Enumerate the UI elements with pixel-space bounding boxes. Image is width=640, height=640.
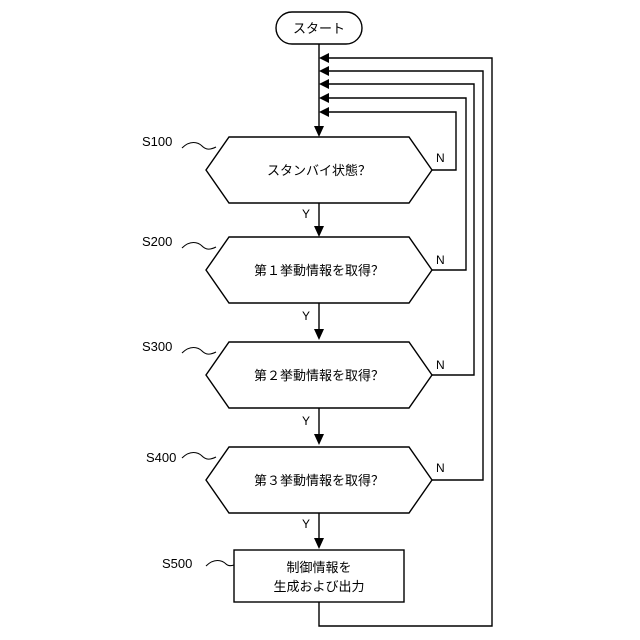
s300-yes-label: Y [302,414,310,428]
process-s500-line1: 制御情報を [286,561,351,576]
arrow-to-s500 [314,538,324,549]
s200-leader [182,243,216,250]
s100-no-label: N [436,151,445,165]
s300-leader [182,348,216,355]
step-id-s200: S200 [142,234,172,249]
start-label: スタート [293,22,345,37]
step-id-s400: S400 [146,450,176,465]
s200-no-label: N [436,253,445,267]
start-terminal: スタート [276,12,362,44]
decision-s300: 第２挙動情報を取得？ S300 [142,339,432,408]
arrow-to-s400 [314,434,324,445]
decision-s100-question: スタンバイ状態？ [267,163,371,179]
loop-s300-no [322,84,474,375]
decision-s400-question: 第３挙動情報を取得？ [254,473,384,489]
arrow-to-s300 [314,329,324,340]
arrow-to-s200 [314,226,324,237]
s100-leader [182,143,216,150]
s400-no-label: N [436,461,445,475]
s500-leader [206,561,234,567]
arrow-to-s100 [314,126,324,137]
decision-s300-question: 第２挙動情報を取得？ [254,368,384,384]
process-s500-line2: 生成および出力 [273,580,364,595]
decision-s400: 第３挙動情報を取得？ S400 [146,447,432,513]
decision-s200-question: 第１挙動情報を取得？ [254,263,384,279]
s100-yes-label: Y [302,207,310,221]
step-id-s100: S100 [142,134,172,149]
step-id-s300: S300 [142,339,172,354]
s400-yes-label: Y [302,517,310,531]
s300-no-label: N [436,358,445,372]
s200-yes-label: Y [302,309,310,323]
process-s500: 制御情報を 生成および出力 S500 [162,550,404,602]
s400-leader [182,453,216,460]
decision-s100: スタンバイ状態？ S100 [142,134,432,203]
decision-s200: 第１挙動情報を取得？ S200 [142,234,432,303]
step-id-s500: S500 [162,556,192,571]
